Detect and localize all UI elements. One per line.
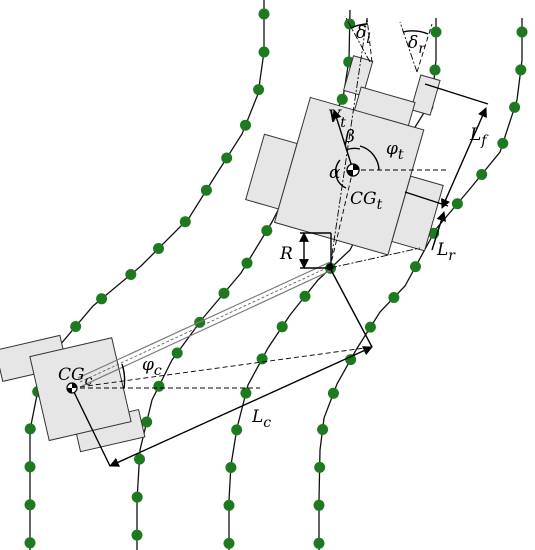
label-velocity: Vt (328, 107, 346, 131)
alpha-arc (334, 159, 347, 189)
crop-row-3 (228, 18, 437, 550)
cart-perpendicular (71, 387, 111, 467)
label-phi-c: φc (142, 355, 162, 379)
label-phi-t: φt (386, 139, 404, 163)
plant-dot (221, 152, 233, 164)
plant-dot (258, 46, 270, 58)
plant-dot (179, 216, 191, 228)
left-wheel-steer-axis (344, 15, 371, 63)
plant-dot (24, 461, 36, 473)
lc-dimension-arrow (109, 346, 373, 467)
hitch-point (326, 263, 334, 271)
labels: δl δr Vt β φt α CGt Lf Lr R φc CGc Lc (58, 23, 489, 431)
tractor-rear-axle-line (329, 247, 421, 269)
plant-dot (515, 64, 527, 76)
cart-body (29, 337, 132, 442)
beta-arc (345, 147, 361, 151)
geometry-lines (71, 23, 487, 467)
lf-ext-rear (404, 191, 449, 207)
plant-dot (497, 137, 509, 149)
tractor-cg-to-hitch (329, 169, 354, 269)
plant-dot (364, 321, 376, 333)
plant-dot (327, 387, 339, 399)
drawbar-lower (81, 269, 333, 387)
plant-dot (223, 499, 235, 511)
plant-dot (299, 290, 311, 302)
plant-dot (314, 461, 326, 473)
plant-dot (451, 198, 463, 210)
plant-dot (261, 225, 273, 237)
plant-dot (345, 354, 357, 366)
phi-t-arc (359, 145, 380, 171)
plant-dot (153, 243, 164, 254)
plant-dot (96, 293, 108, 305)
plant-dot (429, 64, 441, 76)
lf-ext-front (424, 83, 489, 105)
plant-dot (225, 462, 237, 473)
label-lc: Lc (251, 407, 271, 431)
plant-dot (223, 537, 235, 549)
plant-dot (141, 416, 153, 428)
right-wheel-steer-axis (399, 21, 418, 73)
tractor (245, 55, 444, 256)
tractor-left-front-wheel (342, 55, 374, 97)
plant-dot (240, 119, 251, 131)
delta-r-arc (402, 30, 429, 35)
label-delta-r: δr (408, 33, 426, 57)
tractor-right-front-wheel (410, 74, 441, 116)
label-lf: Lf (469, 125, 489, 149)
plant-dot (153, 380, 165, 392)
plant-dot (317, 424, 329, 435)
plant-dot (410, 261, 421, 273)
right-wheel-steer-ref (416, 23, 433, 73)
label-alpha: α (329, 163, 341, 183)
crop-plants (24, 8, 528, 549)
plant-dot (241, 257, 253, 269)
plant-dot (276, 321, 288, 333)
plant-dot (516, 26, 528, 38)
drawbar-center (79, 265, 332, 383)
label-r: R (279, 244, 293, 264)
lf-dimension-arrow (441, 107, 487, 209)
plant-dot (509, 101, 521, 113)
plant-dot (240, 387, 252, 399)
plant-dot (258, 8, 270, 20)
crop-rows (29, 0, 523, 550)
label-cg-c: CGc (58, 365, 93, 389)
plant-dot (218, 287, 230, 299)
velocity-arrow (331, 109, 354, 171)
hitch-perpendicular (329, 267, 373, 348)
plant-dot (24, 423, 36, 435)
plant-dot (388, 292, 400, 303)
phi-c-arc (121, 363, 126, 389)
plant-dot (131, 529, 143, 541)
plant-dot (125, 269, 137, 280)
plant-dot (336, 93, 348, 105)
left-wheel-steer-ref (366, 17, 373, 63)
plant-dot (231, 424, 243, 436)
tractor-cg-symbol (346, 163, 360, 177)
plant-dot (171, 347, 183, 359)
plant-dot (313, 499, 325, 511)
plant-dot (200, 184, 212, 196)
plant-dot (253, 84, 265, 96)
plant-dot (131, 491, 143, 503)
label-cg-t: CGt (350, 189, 383, 213)
label-delta-l: δl (356, 23, 371, 47)
plant-dot (430, 26, 442, 38)
lr-dimension-arrow (431, 211, 447, 251)
plant-dot (24, 499, 36, 511)
label-beta: β (344, 127, 355, 147)
label-lr: Lr (436, 240, 456, 264)
plant-dot (134, 453, 145, 465)
tractor-heading-axis (329, 17, 368, 269)
plant-dot (313, 537, 325, 549)
cart-cg-symbol (66, 382, 78, 394)
drawbar-upper (77, 261, 331, 379)
plant-dot (476, 169, 488, 180)
plant-dot (24, 537, 36, 549)
delta-l-arc (350, 23, 369, 29)
plant-dot (70, 321, 82, 332)
